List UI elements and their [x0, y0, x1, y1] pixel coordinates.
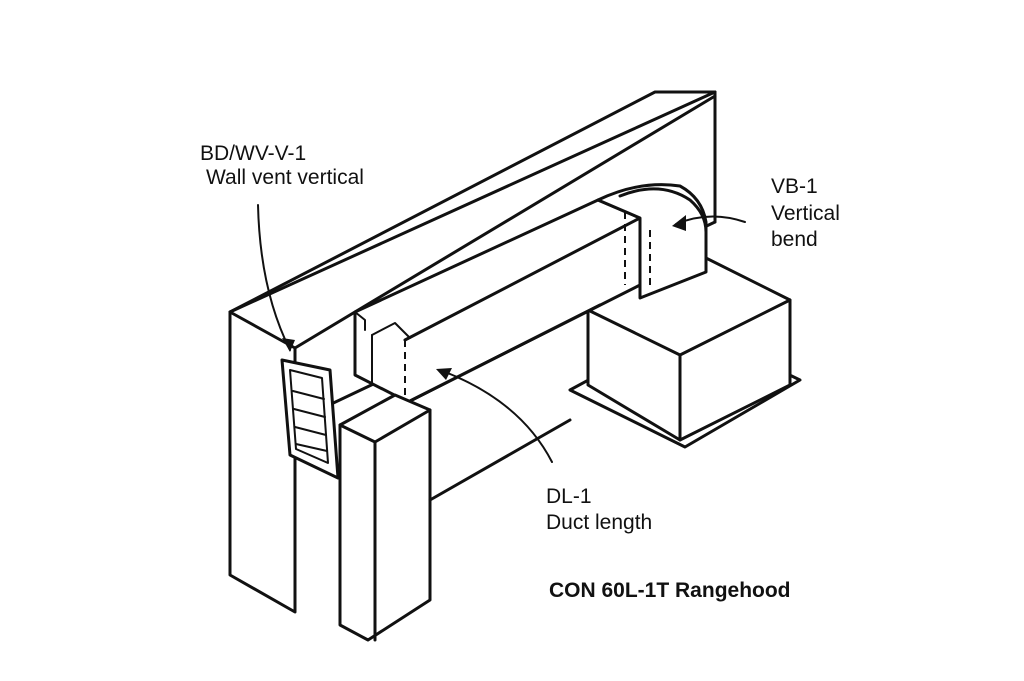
- vent-frame-inner: [289, 369, 329, 464]
- bend-curve: [618, 187, 708, 234]
- vertical-bend-code: VB-1: [771, 175, 818, 198]
- arrow-duct-length-line: [439, 369, 553, 463]
- arrow-wall-vent-line: [257, 204, 291, 351]
- wall-back-edge: [228, 90, 717, 314]
- duct-bottom-edge: [406, 303, 602, 404]
- floor-line: [428, 418, 572, 502]
- wall-left-face: [228, 310, 297, 614]
- duct-length-code: DL-1: [546, 485, 592, 508]
- vent-louver-4: [295, 443, 328, 452]
- rangehood-box: [586, 253, 792, 442]
- arrow-wall-vent-head: [282, 338, 295, 352]
- duct-top-front-edge: [403, 216, 642, 342]
- vertical-bend-name-line1: Vertical: [771, 202, 840, 225]
- wall-vent-grille: [280, 358, 340, 480]
- duct-length-name: Duct length: [546, 511, 652, 534]
- arrow-vertical-bend-head: [672, 215, 686, 231]
- diagram-caption: CON 60L-1T Rangehood: [549, 579, 791, 602]
- pillar-body: [338, 393, 432, 642]
- vertical-bend-name-line2: bend: [771, 228, 818, 251]
- arrow-duct-length-head: [436, 368, 452, 380]
- wall-vent-name: Wall vent vertical: [206, 166, 364, 189]
- duct-step: [354, 311, 366, 331]
- vertical-bend: [596, 183, 708, 300]
- duct-collar-top: [371, 322, 411, 339]
- vent-louver-1: [292, 390, 325, 400]
- leader-arrows: [257, 204, 746, 463]
- front-pillar: [338, 393, 432, 642]
- wall-vent-code: BD/WV-V-1: [200, 142, 306, 165]
- vent-louver-3: [294, 426, 327, 436]
- vent-louver-2: [293, 408, 326, 418]
